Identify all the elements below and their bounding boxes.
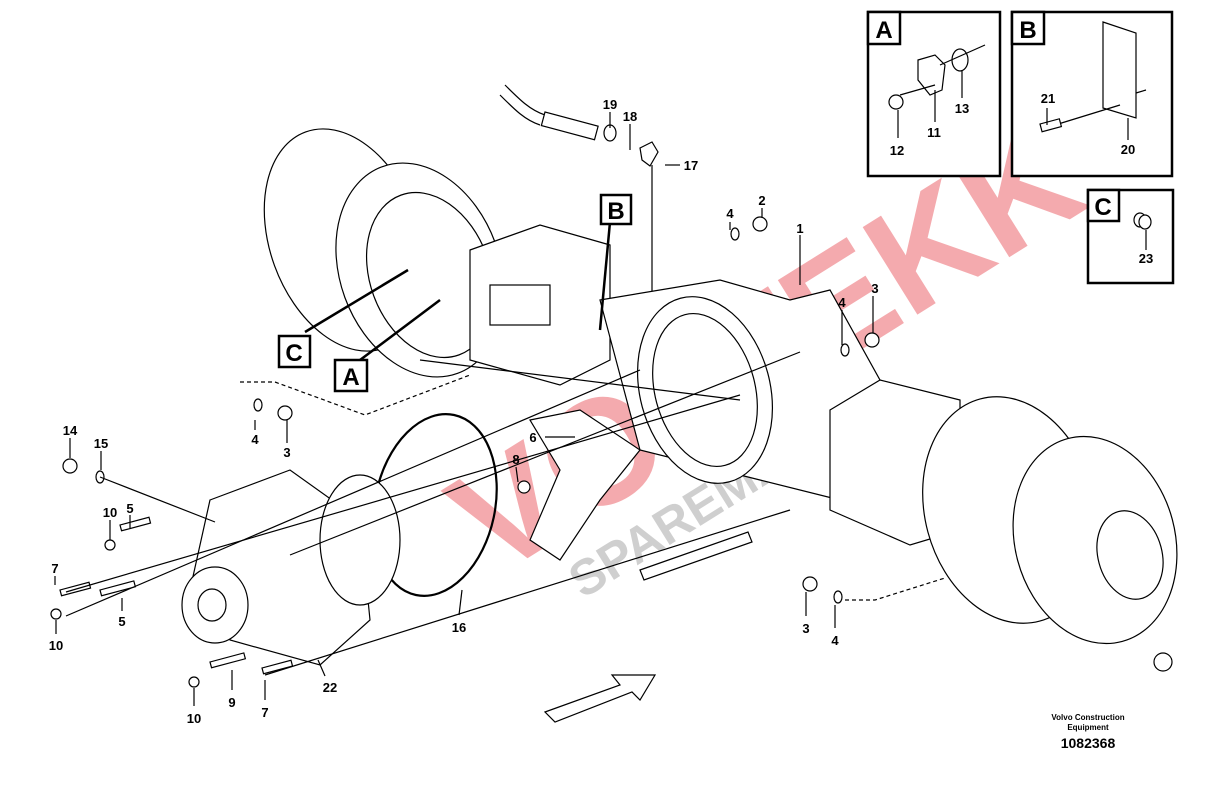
right-wheel-hub (922, 396, 1178, 645)
svg-text:7: 7 (51, 561, 58, 576)
svg-text:1: 1 (796, 221, 803, 236)
svg-text:5: 5 (126, 501, 133, 516)
svg-text:21: 21 (1041, 91, 1055, 106)
direction-arrow (543, 674, 657, 723)
document-number: 1082368 (1060, 735, 1116, 751)
svg-text:B: B (607, 198, 624, 225)
svg-text:10: 10 (49, 638, 63, 653)
left-wheel-hub (263, 128, 505, 378)
view-marker-c: C (277, 334, 312, 369)
svg-text:22: 22 (323, 680, 337, 695)
svg-text:C: C (1094, 194, 1111, 221)
pin (639, 531, 753, 581)
detail-view-a: A 12 11 13 (866, 10, 1002, 178)
svg-text:6: 6 (529, 430, 536, 445)
svg-text:8: 8 (512, 452, 519, 467)
breather-hose (499, 84, 659, 300)
svg-text:17: 17 (684, 158, 698, 173)
svg-text:23: 23 (1139, 251, 1153, 266)
svg-text:13: 13 (955, 101, 969, 116)
svg-text:19: 19 (603, 97, 617, 112)
view-marker-b: B (599, 193, 633, 226)
svg-text:3: 3 (283, 445, 290, 460)
svg-text:12: 12 (890, 143, 904, 158)
svg-text:9: 9 (228, 695, 235, 710)
differential (181, 469, 401, 666)
svg-text:14: 14 (63, 423, 78, 438)
callouts: 19 18 17 4 2 1 4 3 4 3 14 15 10 5 7 5 10… (49, 97, 879, 726)
svg-text:4: 4 (251, 432, 259, 447)
svg-text:C: C (285, 340, 302, 367)
svg-text:10: 10 (103, 505, 117, 520)
bracket (529, 409, 641, 561)
svg-text:5: 5 (118, 614, 125, 629)
svg-text:4: 4 (831, 633, 839, 648)
svg-text:18: 18 (623, 109, 637, 124)
view-marker-a: A (333, 358, 369, 393)
svg-text:15: 15 (94, 436, 108, 451)
svg-text:11: 11 (927, 125, 941, 140)
svg-text:B: B (1019, 17, 1036, 44)
svg-text:4: 4 (838, 295, 846, 310)
svg-text:20: 20 (1121, 142, 1135, 157)
svg-text:A: A (875, 17, 892, 44)
svg-text:16: 16 (452, 620, 466, 635)
svg-text:10: 10 (187, 711, 201, 726)
leader-lines (54, 112, 874, 706)
svg-text:3: 3 (871, 281, 878, 296)
svg-text:4: 4 (726, 206, 734, 221)
credit-text: Volvo Construction Equipment (1051, 713, 1125, 732)
svg-text:2: 2 (758, 193, 765, 208)
detail-view-b: B 21 20 (1010, 10, 1174, 178)
svg-text:A: A (342, 364, 359, 391)
svg-text:7: 7 (261, 705, 268, 720)
svg-text:3: 3 (802, 621, 809, 636)
detail-view-c: C 23 (1086, 188, 1175, 285)
small-fasteners (50, 216, 1173, 688)
